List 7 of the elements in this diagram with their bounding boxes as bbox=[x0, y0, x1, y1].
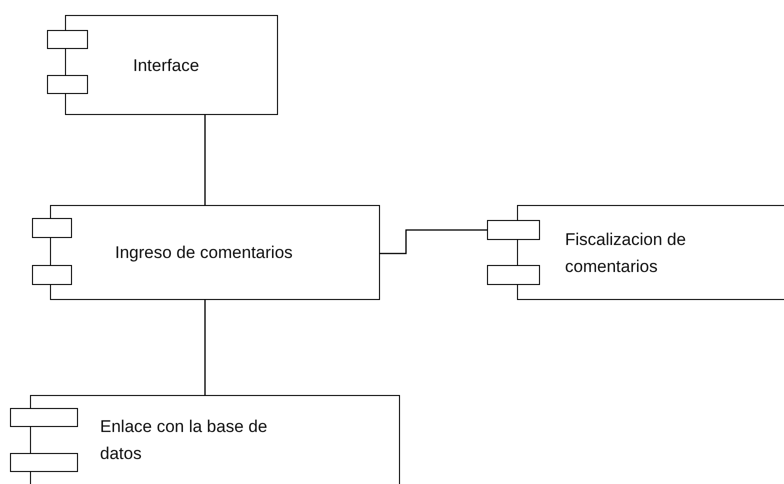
component-name: Ingreso de comentarios bbox=[115, 242, 294, 264]
connector-line bbox=[380, 229, 487, 254]
component-name: Enlace con la base de datos bbox=[100, 416, 268, 464]
connector-line bbox=[204, 300, 206, 395]
connector-line bbox=[204, 115, 206, 205]
component-name: Fiscalizacion de comentarios bbox=[565, 228, 687, 278]
component-name: Interface bbox=[133, 54, 200, 76]
